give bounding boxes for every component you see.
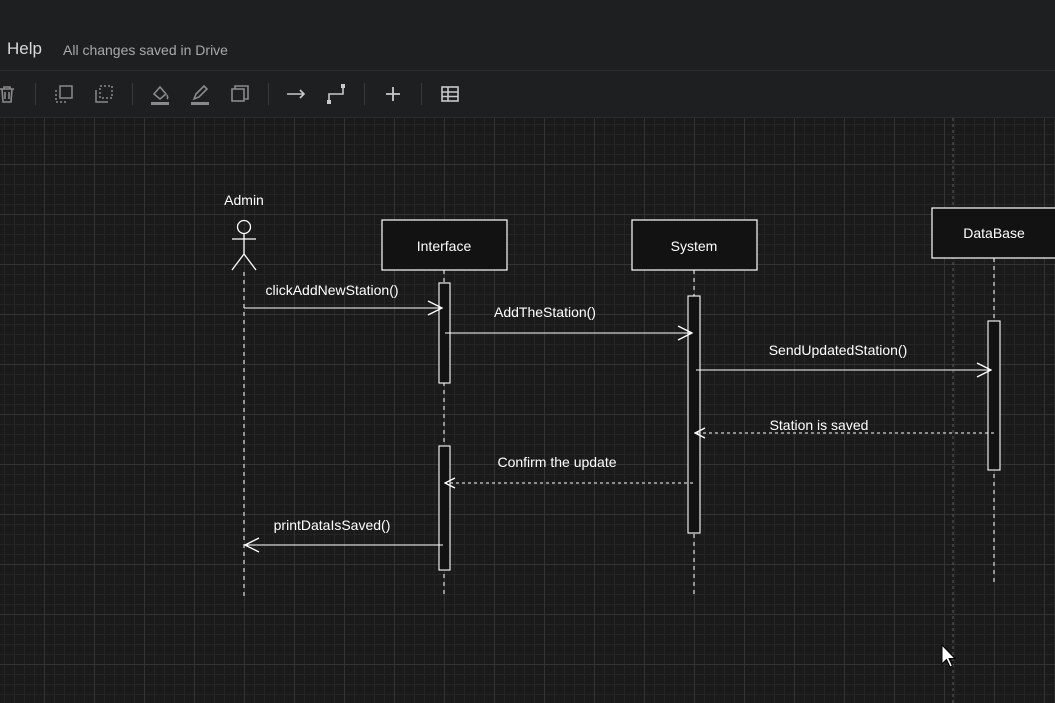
sequence-diagram: Admin Interface System DataBase (224, 118, 1055, 703)
message-add-the-station[interactable]: AddTheStation() (445, 304, 692, 333)
fill-color-icon[interactable] (148, 82, 172, 106)
participant-box (931, 207, 1055, 259)
message-label: AddTheStation() (494, 304, 596, 320)
insert-icon[interactable] (381, 82, 405, 106)
message-label: Confirm the update (497, 454, 616, 470)
mouse-cursor-icon (941, 643, 957, 668)
participant-label: Interface (417, 238, 472, 254)
line-color-icon[interactable] (188, 82, 212, 106)
message-station-is-saved[interactable]: Station is saved (695, 417, 994, 433)
toolbar-separator (132, 83, 133, 105)
toolbar (0, 71, 1055, 118)
participant-box (631, 219, 758, 271)
participant-label: System (671, 238, 718, 254)
participant-system[interactable]: System (631, 219, 758, 271)
to-front-icon[interactable] (52, 82, 76, 106)
actor-legs (231, 252, 257, 271)
to-back-icon[interactable] (92, 82, 116, 106)
participant-database[interactable]: DataBase (931, 207, 1055, 259)
participant-box (381, 219, 508, 271)
waypoints-icon[interactable] (325, 82, 349, 106)
activation-bar[interactable] (687, 295, 701, 534)
actor-admin[interactable]: Admin (224, 192, 264, 271)
participant-interface[interactable]: Interface (381, 219, 508, 271)
activation-bar[interactable] (438, 445, 451, 571)
table-icon[interactable] (438, 82, 462, 106)
message-label: printDataIsSaved() (274, 517, 391, 533)
save-status[interactable]: All changes saved in Drive (63, 42, 228, 58)
message-label: Station is saved (770, 417, 869, 433)
connection-arrow-icon[interactable] (284, 82, 308, 106)
activation-bar[interactable] (987, 320, 1001, 471)
shadow-icon[interactable] (228, 82, 252, 106)
top-bar: Help All changes saved in Drive (0, 0, 1055, 71)
actor-head (236, 219, 252, 235)
message-label: SendUpdatedStation() (769, 342, 908, 358)
menu-help[interactable]: Help (7, 39, 42, 58)
toolbar-separator (421, 83, 422, 105)
delete-icon[interactable] (0, 82, 19, 106)
message-label: clickAddNewStation() (265, 282, 398, 298)
toolbar-separator (35, 83, 36, 105)
participant-label: DataBase (963, 225, 1025, 241)
diagram-canvas[interactable]: Admin Interface System DataBase (0, 118, 1055, 703)
message-click-add-new-station[interactable]: clickAddNewStation() (244, 282, 442, 308)
actor-label: Admin (224, 192, 264, 208)
toolbar-separator (268, 83, 269, 105)
message-print-data-is-saved[interactable]: printDataIsSaved() (245, 517, 443, 545)
message-confirm-the-update[interactable]: Confirm the update (445, 454, 693, 483)
toolbar-separator (364, 83, 365, 105)
message-send-updated-station[interactable]: SendUpdatedStation() (696, 342, 991, 370)
